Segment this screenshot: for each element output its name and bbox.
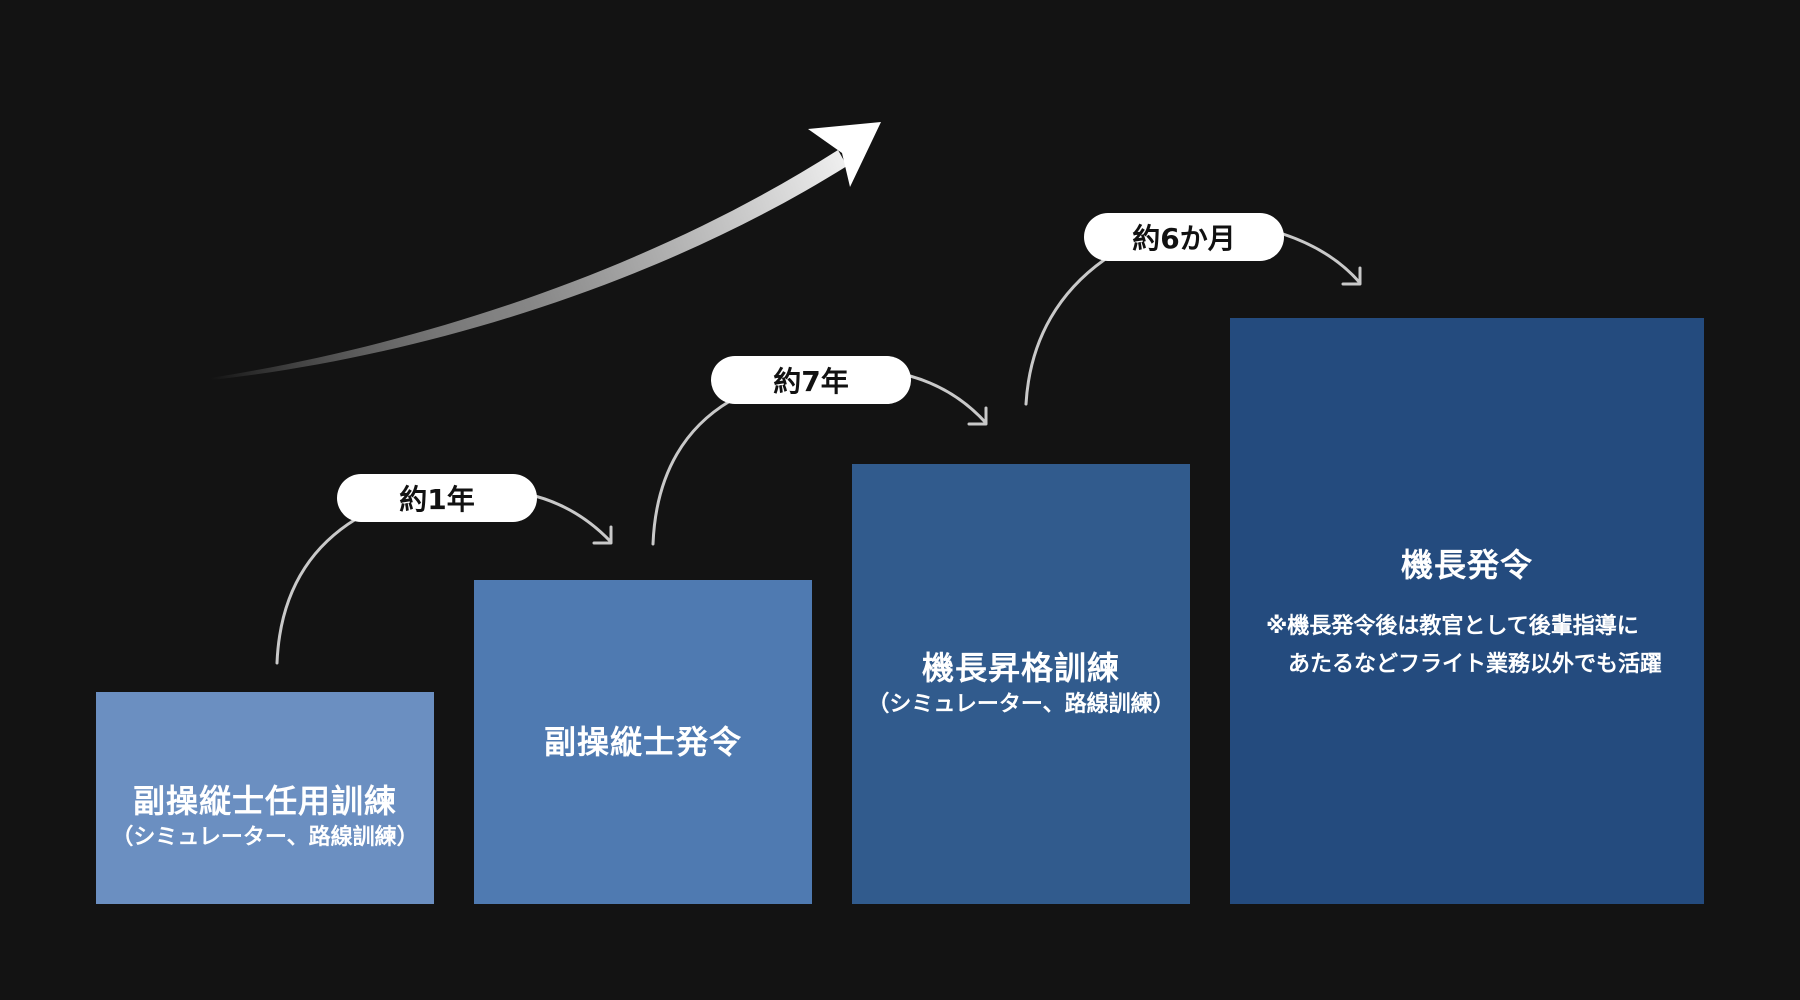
step-first-officer-appointment: 副操縦士発令 bbox=[474, 580, 812, 904]
duration-pill-1: 約1年 bbox=[337, 474, 537, 522]
step-title: 機長発令 bbox=[1400, 546, 1533, 584]
step-title: 副操縦士発令 bbox=[543, 722, 742, 761]
step-title: 副操縦士任用訓練 bbox=[132, 781, 397, 820]
duration-pill-2: 約7年 bbox=[711, 356, 911, 404]
step-subtitle: （シミュレーター、路線訓練） bbox=[111, 824, 419, 850]
step-captain-appointment: 機長発令 ※機長発令後は教官として後輩指導に あたるなどフライト業務以外でも活躍 bbox=[1230, 318, 1704, 904]
step-first-officer-training: 副操縦士任用訓練 （シミュレーター、路線訓練） bbox=[96, 692, 434, 904]
connector-arrow-2 bbox=[651, 374, 988, 546]
step-title: 機長昇格訓練 bbox=[921, 648, 1120, 687]
step-subtitle: （シミュレーター、路線訓練） bbox=[867, 691, 1175, 717]
connector-arrow-3 bbox=[1024, 232, 1362, 406]
step-captain-upgrade-training: 機長昇格訓練 （シミュレーター、路線訓練） bbox=[852, 464, 1190, 904]
duration-pill-3: 約6か月 bbox=[1084, 213, 1284, 261]
growth-arrow-icon bbox=[210, 122, 881, 380]
step-note: ※機長発令後は教官として後輩指導に あたるなどフライト業務以外でも活躍 bbox=[1265, 614, 1662, 677]
connector-arrow-1 bbox=[275, 494, 613, 665]
